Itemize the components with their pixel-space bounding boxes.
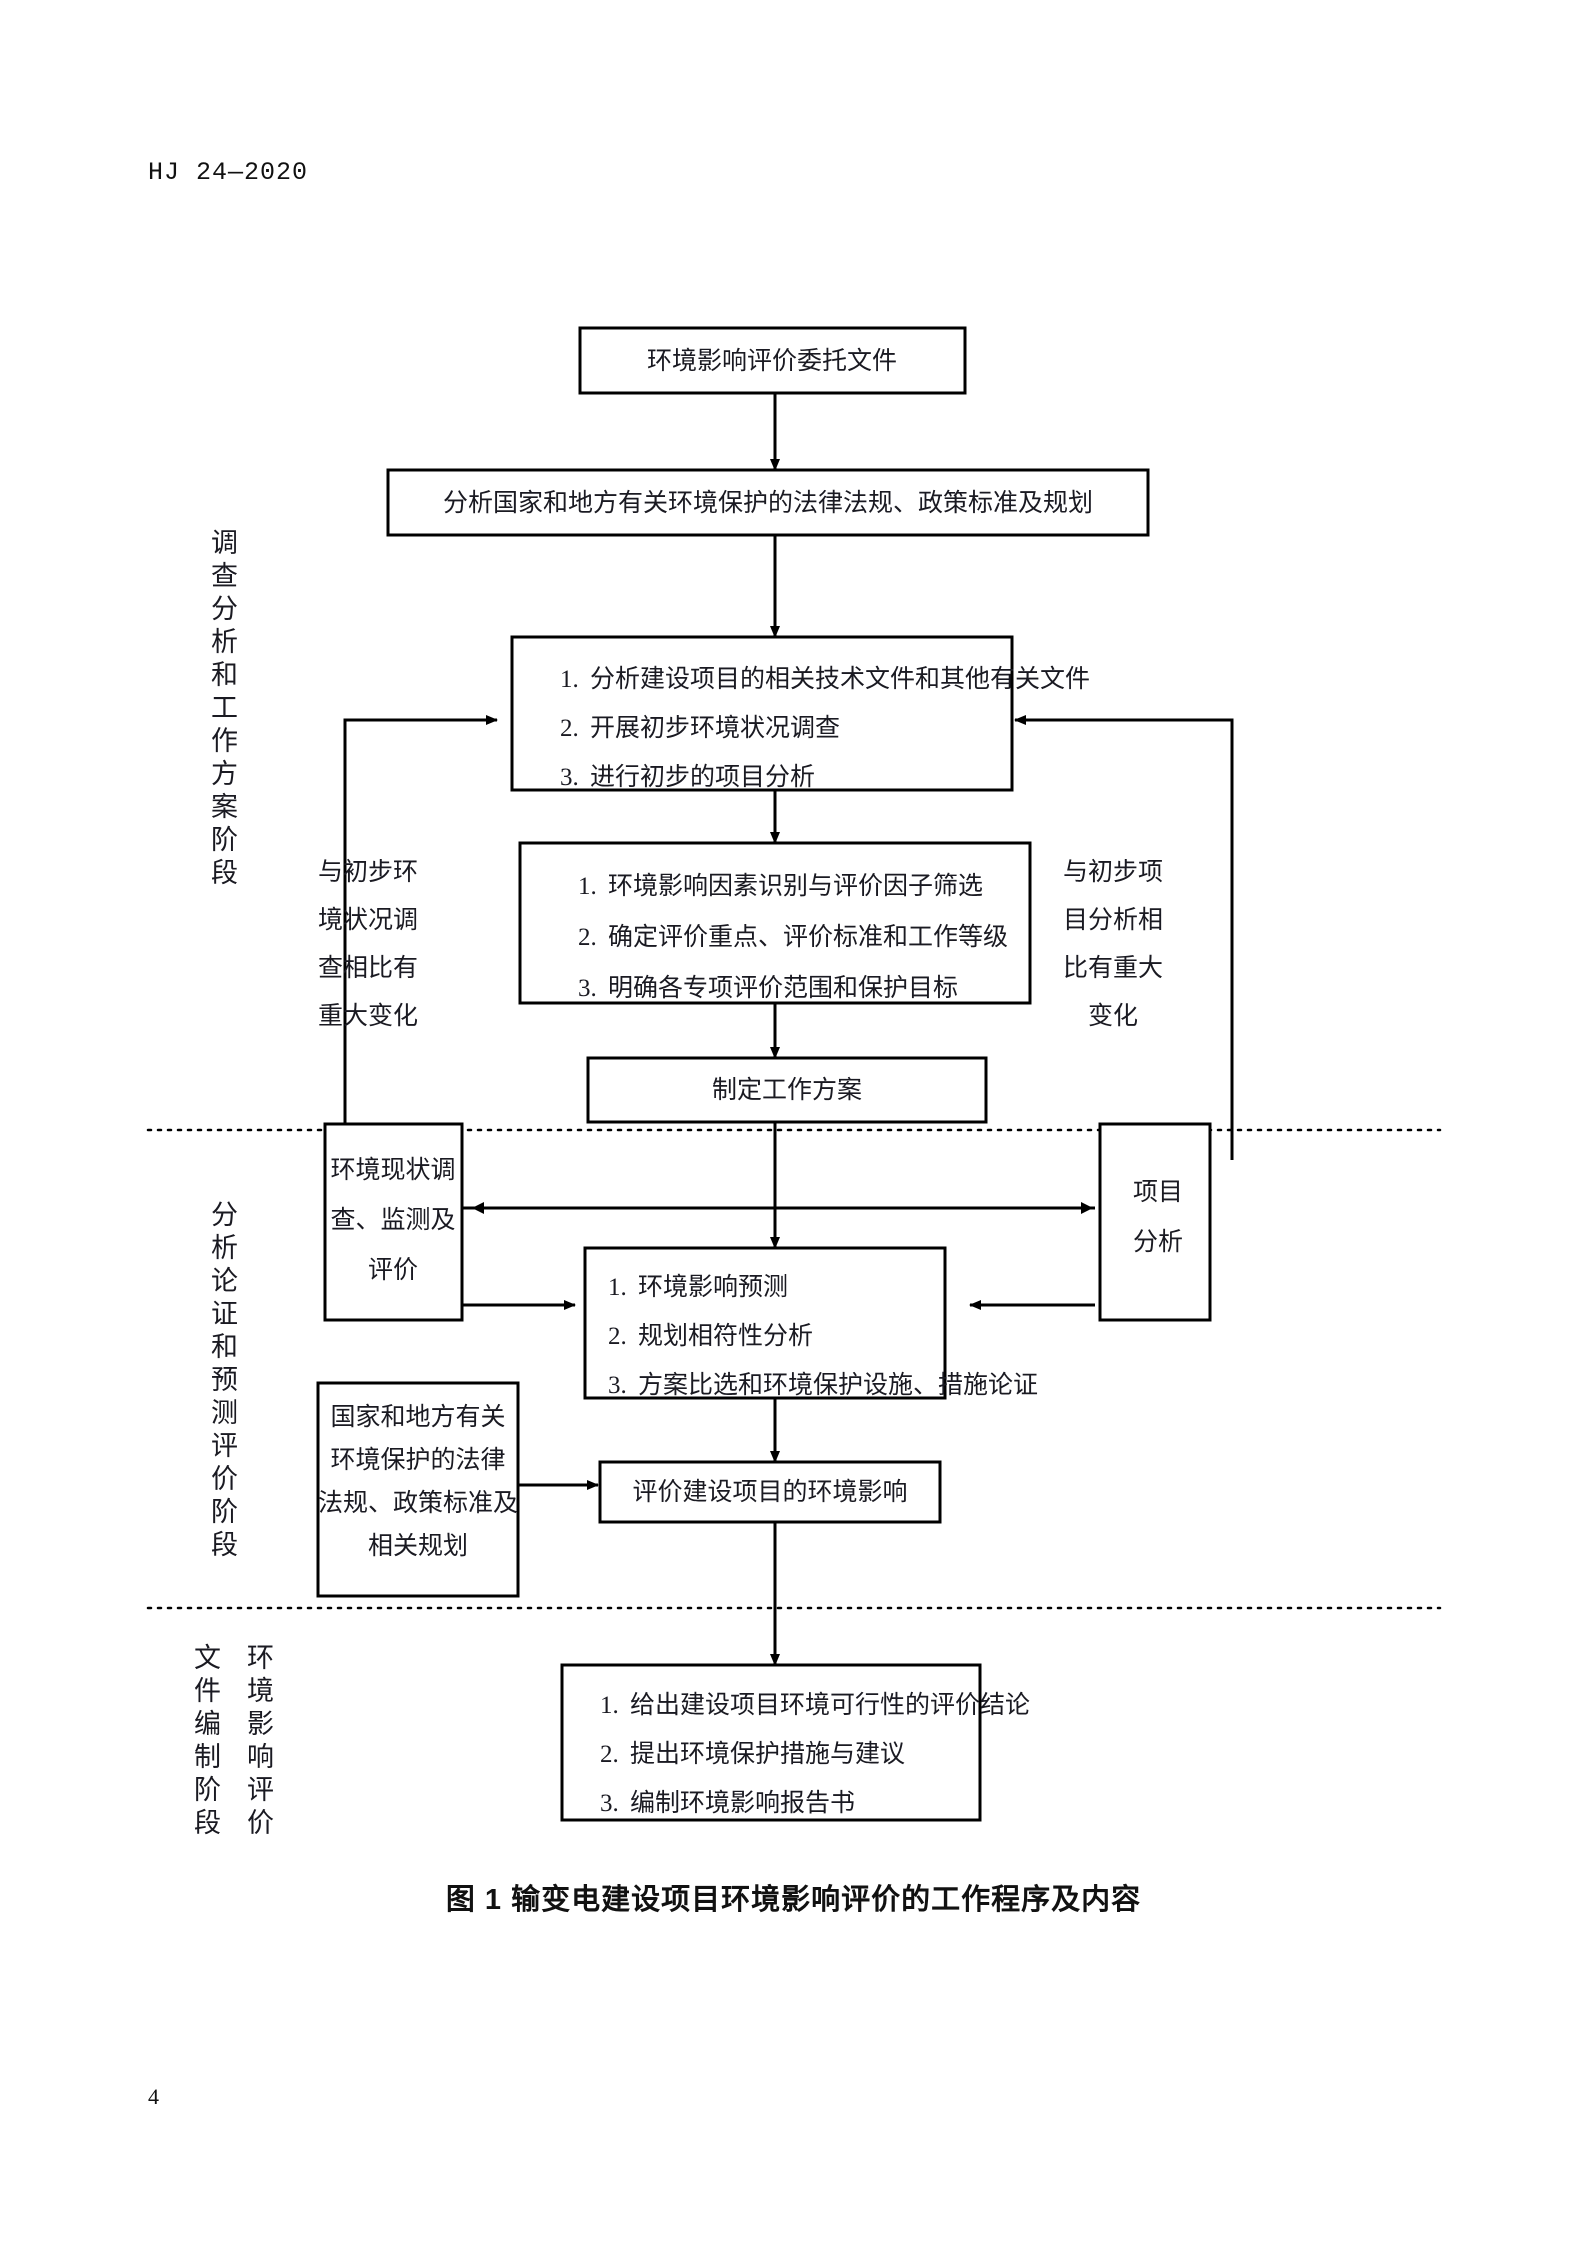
- svg-text:给出建设项目环境可行性的评价结论: 给出建设项目环境可行性的评价结论: [630, 1691, 1030, 1719]
- svg-text:1.: 1.: [608, 1274, 627, 1301]
- svg-text:评价: 评价: [368, 1257, 418, 1284]
- svg-text:3.: 3.: [578, 975, 597, 1002]
- svg-text:规划相符性分析: 规划相符性分析: [638, 1322, 813, 1350]
- node-status-survey: 环境现状调 查、监测及 评价: [323, 1122, 464, 1322]
- svg-text:境状况调: 境状况调: [318, 906, 418, 934]
- svg-text:国家和地方有关: 国家和地方有关: [330, 1403, 505, 1431]
- svg-text:查相比有: 查相比有: [318, 954, 418, 982]
- svg-text:2.: 2.: [600, 1741, 619, 1768]
- svg-text:重大变化: 重大变化: [318, 1002, 418, 1030]
- edge-arrow-right: [1081, 1202, 1093, 1214]
- svg-text:查、监测及: 查、监测及: [330, 1206, 455, 1234]
- svg-text:与初步环: 与初步环: [318, 858, 418, 886]
- svg-text:目分析相: 目分析相: [1063, 906, 1163, 934]
- page-number: 4: [148, 2084, 159, 2109]
- edge-right-feedback-loop: [1014, 715, 1234, 1160]
- svg-text:2.: 2.: [608, 1323, 627, 1350]
- svg-text:相关规划: 相关规划: [368, 1532, 468, 1560]
- svg-text:环境影响预测: 环境影响预测: [638, 1273, 788, 1301]
- stage-label-2: 分析论证和预测评价阶段: [207, 1200, 238, 1563]
- page-header: HJ 24—2020: [148, 158, 309, 187]
- edge-label-right-feedback: 与初步项 目分析相 比有重大 变化: [1063, 858, 1163, 1030]
- node-project-analysis: 项目 分析: [1098, 1122, 1212, 1322]
- edge-arrow-left: [472, 1202, 484, 1214]
- svg-text:环境影响评价委托文件: 环境影响评价委托文件: [647, 347, 897, 375]
- stage-label-1: 调查分析和工作方案阶段: [207, 528, 238, 891]
- svg-text:分析: 分析: [1133, 1228, 1183, 1256]
- stage-label-3a: 环境影响评价: [243, 1643, 274, 1841]
- svg-text:开展初步环境状况调查: 开展初步环境状况调查: [590, 714, 840, 742]
- node-preliminary-analysis: 1. 分析建设项目的相关技术文件和其他有关文件 2. 开展初步环境状况调查 3.…: [510, 635, 1090, 792]
- svg-text:法规、政策标准及: 法规、政策标准及: [318, 1489, 518, 1517]
- edge-label-left-feedback: 与初步环 境状况调 查相比有 重大变化: [318, 858, 418, 1030]
- svg-text:与初步项: 与初步项: [1063, 858, 1163, 886]
- stage-label-3b: 文件编制阶段: [190, 1643, 221, 1841]
- svg-text:制定工作方案: 制定工作方案: [712, 1076, 862, 1104]
- svg-text:1.: 1.: [560, 666, 579, 693]
- svg-text:方案比选和环境保护设施、措施论证: 方案比选和环境保护设施、措施论证: [638, 1371, 1038, 1399]
- svg-text:环境保护的法律: 环境保护的法律: [330, 1446, 505, 1474]
- edge-left-feedback-loop: [343, 715, 498, 1160]
- node-laws-analysis: 分析国家和地方有关环境保护的法律法规、政策标准及规划: [386, 468, 1150, 537]
- node-prediction: 1. 环境影响预测 2. 规划相符性分析 3. 方案比选和环境保护设施、措施论证: [583, 1246, 1038, 1400]
- svg-text:提出环境保护措施与建议: 提出环境保护措施与建议: [630, 1740, 905, 1768]
- svg-text:变化: 变化: [1088, 1002, 1138, 1030]
- node-evaluate-impact: 评价建设项目的环境影响: [598, 1460, 942, 1524]
- svg-text:分析建设项目的相关技术文件和其他有关文件: 分析建设项目的相关技术文件和其他有关文件: [590, 665, 1090, 693]
- figure-caption: 图 1 输变电建设项目环境影响评价的工作程序及内容: [445, 1884, 1142, 1916]
- svg-text:项目: 项目: [1133, 1179, 1183, 1206]
- svg-text:1.: 1.: [600, 1692, 619, 1719]
- node-impact-identification: 1. 环境影响因素识别与评价因子筛选 2. 确定评价重点、评价标准和工作等级 3…: [518, 841, 1032, 1005]
- svg-text:比有重大: 比有重大: [1063, 954, 1163, 982]
- svg-text:3.: 3.: [560, 764, 579, 791]
- svg-text:编制环境影响报告书: 编制环境影响报告书: [630, 1789, 855, 1817]
- node-commission: 环境影响评价委托文件: [578, 326, 967, 395]
- svg-text:评价建设项目的环境影响: 评价建设项目的环境影响: [632, 1478, 907, 1506]
- svg-text:3.: 3.: [600, 1790, 619, 1817]
- svg-text:2.: 2.: [560, 715, 579, 742]
- node-work-plan: 制定工作方案: [586, 1056, 988, 1124]
- svg-text:2.: 2.: [578, 924, 597, 951]
- svg-text:环境现状调: 环境现状调: [330, 1156, 455, 1184]
- svg-text:环境影响因素识别与评价因子筛选: 环境影响因素识别与评价因子筛选: [608, 872, 983, 900]
- svg-text:3.: 3.: [608, 1372, 627, 1399]
- node-conclusion: 1. 给出建设项目环境可行性的评价结论 2. 提出环境保护措施与建议 3. 编制…: [560, 1663, 1030, 1822]
- svg-text:明确各专项评价范围和保护目标: 明确各专项评价范围和保护目标: [608, 974, 958, 1002]
- svg-text:确定评价重点、评价标准和工作等级: 确定评价重点、评价标准和工作等级: [608, 923, 1008, 951]
- svg-text:1.: 1.: [578, 873, 597, 900]
- node-laws-reference: 国家和地方有关 环境保护的法律 法规、政策标准及 相关规划: [316, 1381, 520, 1598]
- svg-text:分析国家和地方有关环境保护的法律法规、政策标准及规划: 分析国家和地方有关环境保护的法律法规、政策标准及规划: [443, 489, 1093, 517]
- svg-text:进行初步的项目分析: 进行初步的项目分析: [590, 763, 815, 791]
